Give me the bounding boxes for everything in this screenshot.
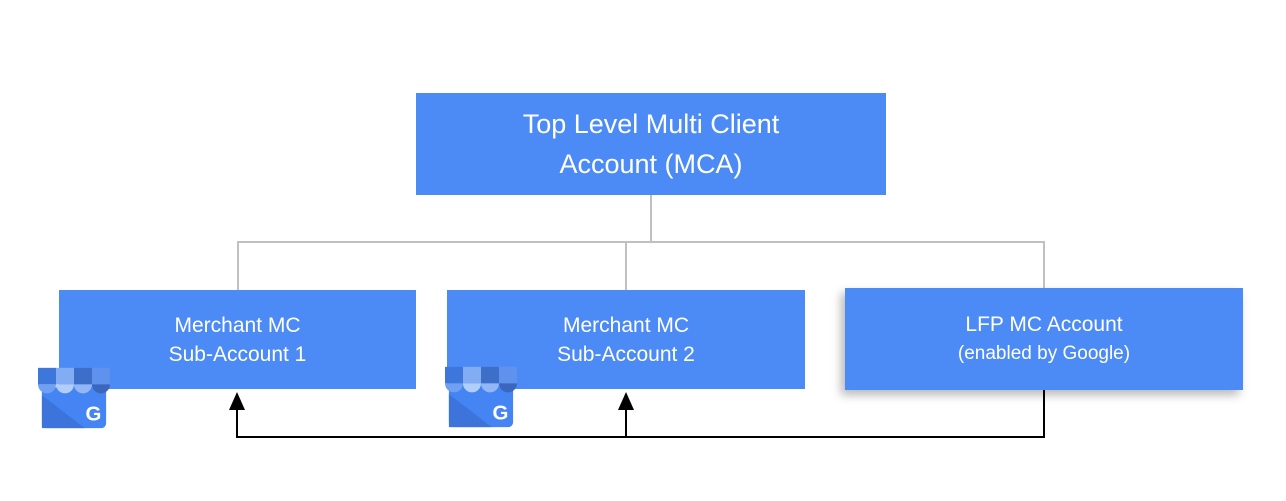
node-label-line: Merchant MC (562, 313, 690, 337)
arrow-line-horizontal (236, 436, 1045, 438)
google-g-letter: G (86, 403, 102, 425)
arrowhead-sub-account-2 (618, 392, 634, 410)
node-label-line: Merchant MC (174, 313, 301, 337)
node-label-line: Top Level Multi Client (522, 109, 780, 139)
connector-horizontal-bus (237, 241, 1045, 243)
node-merchant-sub-account-1: Merchant MC Sub-Account 1 (59, 290, 416, 389)
google-business-profile-icon: G (445, 366, 517, 428)
node-label-line: LFP MC Account (965, 313, 1123, 336)
arrowhead-sub-account-1 (229, 392, 245, 410)
connector-drop-lfp-account (1043, 241, 1045, 288)
arrow-line-to-sub-account-1 (236, 409, 238, 437)
node-lfp-mc-account: LFP MC Account (enabled by Google) (845, 288, 1243, 390)
connector-drop-sub-account-2 (625, 241, 627, 290)
node-label-line: Sub-Account 2 (557, 342, 695, 366)
connector-root-vertical (650, 195, 652, 242)
node-top-level-mca: Top Level Multi Client Account (MCA) (416, 93, 886, 195)
node-label-line: (enabled by Google) (957, 343, 1131, 364)
google-business-profile-icon: G (38, 367, 110, 429)
node-label-line: Account (MCA) (559, 149, 743, 179)
arrow-line-from-lfp (1043, 390, 1045, 438)
connector-drop-sub-account-1 (237, 241, 239, 290)
arrow-line-to-sub-account-2 (625, 409, 627, 437)
google-g-letter: G (493, 402, 509, 424)
node-label-line: Sub-Account 1 (168, 342, 307, 366)
